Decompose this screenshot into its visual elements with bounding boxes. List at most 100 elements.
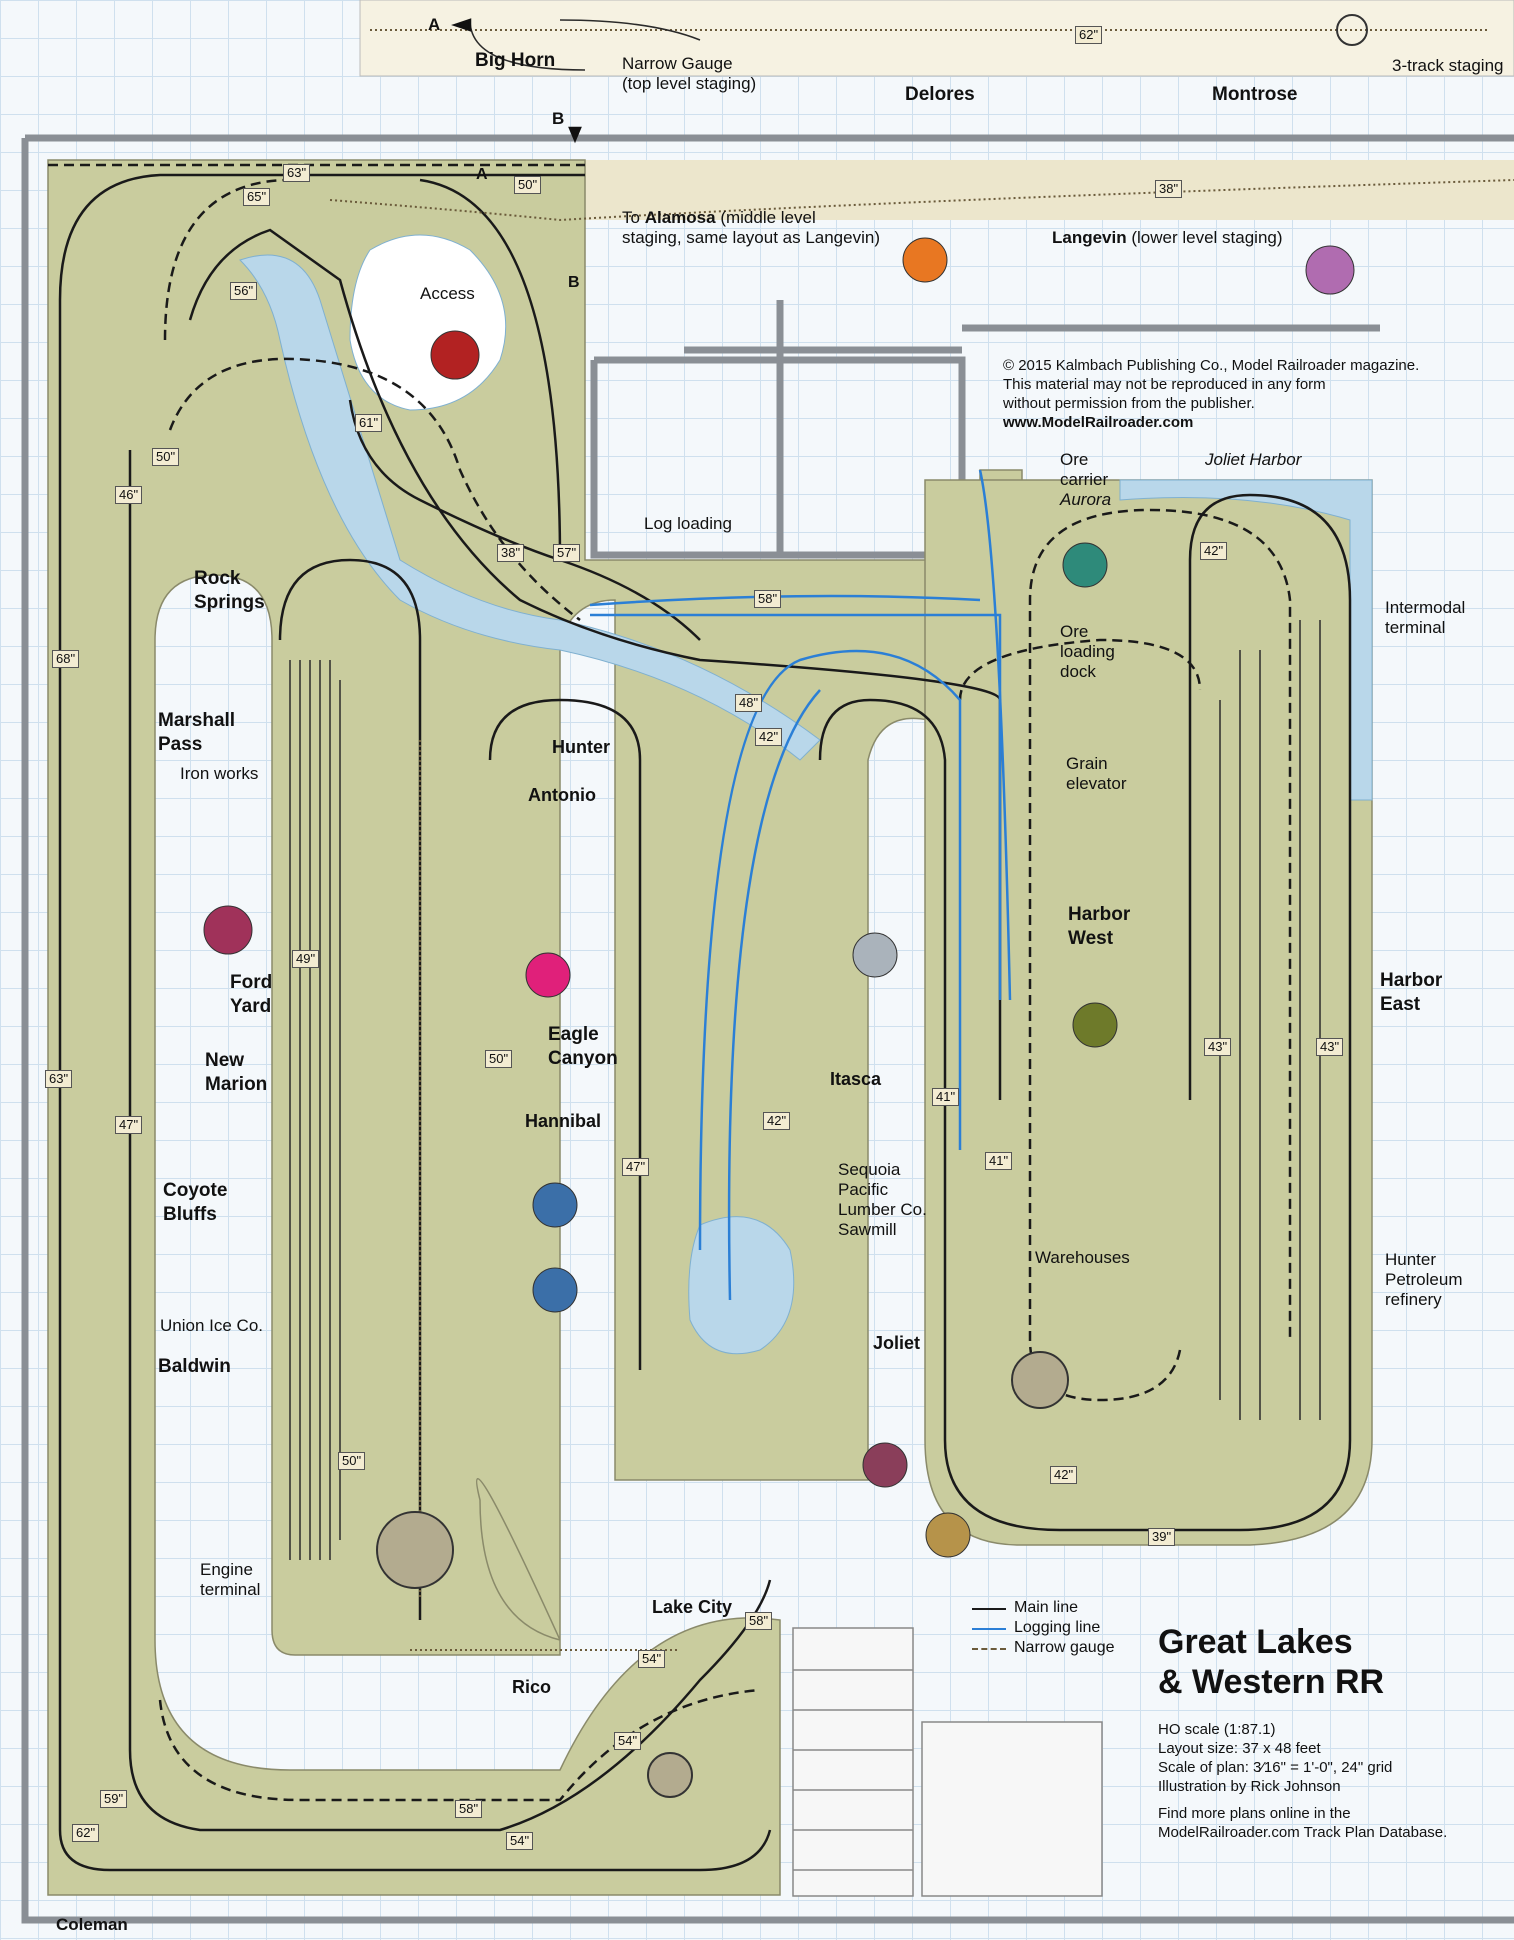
marker-a-top: A: [428, 15, 441, 34]
copyright-line-1: © 2015 Kalmbach Publishing Co., Model Ra…: [1003, 357, 1420, 374]
alamosa-name: Alamosa: [644, 208, 716, 227]
plan-title-line-1: Great Lakes: [1158, 1623, 1353, 1661]
iron-works-label: Iron works: [180, 764, 259, 783]
coyote-bluffs-label-2: Bluffs: [163, 1204, 217, 1225]
dimension-tag: 49": [292, 950, 320, 968]
stairs: [792, 1627, 1103, 1897]
marker-b-top: B: [552, 109, 565, 128]
plan-info: HO scale (1:87.1) Layout size: 37 x 48 f…: [1158, 1720, 1447, 1842]
legend-narrow-gauge: Narrow gauge: [972, 1638, 1115, 1658]
sequoia-label-3: Lumber Co.: [838, 1200, 927, 1219]
dimension-tag: 46": [115, 486, 143, 504]
dimension-tag: 50": [485, 1050, 513, 1068]
dimension-tag: 59": [100, 1790, 128, 1808]
dimension-tag: 38": [1155, 180, 1183, 198]
dimension-tag: 54": [506, 1832, 534, 1850]
harbor-west-label-1: Harbor: [1068, 904, 1131, 925]
marker-a-bench: A: [476, 166, 488, 183]
ore-carrier-label-1: Ore: [1060, 450, 1089, 469]
legend-logging-text: Logging line: [1014, 1619, 1101, 1636]
montrose-label: Montrose: [1212, 84, 1298, 105]
hunter-petroleum-label-1: Hunter: [1385, 1250, 1437, 1269]
rock-springs-label-1: Rock: [194, 568, 241, 589]
alamosa-note-1: (middle level: [720, 208, 816, 227]
dimension-tag: 54": [638, 1650, 666, 1668]
sequoia-label-4: Sawmill: [838, 1220, 897, 1239]
alamosa-label: To Alamosa (middle level: [622, 208, 816, 228]
dimension-tag: 42": [763, 1112, 791, 1130]
ore-dock-label-3: dock: [1060, 662, 1096, 681]
sequoia-label-1: Sequoia: [838, 1160, 901, 1179]
dimension-tag: 68": [52, 650, 80, 668]
dimension-tag: 50": [514, 176, 542, 194]
big-horn-label: Big Horn: [475, 50, 556, 71]
legend-narrow-text: Narrow gauge: [1014, 1639, 1115, 1656]
hunter-petroleum-label-3: refinery: [1385, 1290, 1442, 1309]
warehouses-label: Warehouses: [1035, 1248, 1130, 1267]
staging-arrows: [451, 18, 582, 144]
new-marion-label-2: Marion: [205, 1074, 268, 1095]
three-track-staging-label: 3-track staging: [1392, 56, 1504, 75]
dimension-tag: 63": [45, 1070, 73, 1088]
info-more-2[interactable]: ModelRailroader.com Track Plan Database.: [1158, 1824, 1448, 1841]
marshall-pass-label-1: Marshall: [158, 710, 236, 731]
info-more-1: Find more plans online in the: [1158, 1805, 1351, 1822]
marshall-pass-label-2: Pass: [158, 734, 203, 755]
dimension-tag: 63": [283, 164, 311, 182]
eagle-canyon-label-1: Eagle: [548, 1024, 599, 1045]
dimension-tag: 56": [230, 282, 258, 300]
antonio-label: Antonio: [528, 785, 596, 805]
grain-elevator-label-2: elevator: [1066, 774, 1127, 793]
ford-yard-label-1: Ford: [230, 972, 273, 993]
log-loading-label: Log loading: [644, 514, 732, 533]
lake-city-label: Lake City: [652, 1597, 733, 1617]
copyright-line-2: This material may not be reproduced in a…: [1003, 376, 1326, 393]
legend-main-text: Main line: [1014, 1599, 1079, 1616]
access-label: Access: [420, 284, 475, 303]
upper-staging-bench: [359, 0, 1514, 77]
delores-label: Delores: [905, 84, 975, 105]
hunter-label: Hunter: [552, 737, 610, 757]
copyright-url[interactable]: www.ModelRailroader.com: [1003, 414, 1194, 431]
dimension-tag: 50": [152, 448, 180, 466]
intermodal-label-2: terminal: [1385, 618, 1446, 637]
dimension-tag: 50": [338, 1452, 366, 1470]
alamosa-to-text: To: [622, 208, 640, 227]
itasca-label: Itasca: [830, 1069, 882, 1089]
hannibal-label: Hannibal: [525, 1111, 602, 1131]
joliet-label: Joliet: [873, 1333, 921, 1353]
dimension-tag: 62": [1075, 26, 1103, 44]
narrow-gauge-note-1: Narrow Gauge: [622, 54, 733, 73]
dimension-tag: 48": [735, 694, 763, 712]
dimension-tag: 62": [72, 1824, 100, 1842]
coyote-bluffs-label-1: Coyote: [163, 1180, 228, 1201]
legend-main-line: Main line: [972, 1598, 1115, 1618]
langevin-label: Langevin (lower level staging): [1052, 228, 1283, 248]
info-scale: HO scale (1:87.1): [1158, 1721, 1276, 1738]
union-ice-label: Union Ice Co.: [160, 1316, 263, 1335]
dimension-tag: 47": [622, 1158, 650, 1176]
plan-title: Great Lakes & Western RR: [1158, 1622, 1384, 1702]
eagle-canyon-label-2: Canyon: [548, 1048, 618, 1069]
hunter-petroleum-label-2: Petroleum: [1385, 1270, 1463, 1289]
intermodal-label-1: Intermodal: [1385, 598, 1466, 617]
dimension-tag: 58": [745, 1612, 773, 1630]
dimension-tag: 41": [985, 1152, 1013, 1170]
dimension-tag: 54": [614, 1732, 642, 1750]
info-size: Layout size: 37 x 48 feet: [1158, 1740, 1321, 1757]
dimension-tag: 65": [243, 188, 271, 206]
alamosa-note-2: staging, same layout as Langevin): [622, 228, 880, 247]
copyright-notice: © 2015 Kalmbach Publishing Co., Model Ra…: [1003, 356, 1419, 432]
baldwin-label: Baldwin: [158, 1356, 231, 1377]
ford-yard-label-2: Yard: [230, 996, 272, 1017]
dimension-tag: 61": [355, 414, 383, 432]
ore-carrier-label-2: carrier: [1060, 470, 1109, 489]
harbor-west-label-2: West: [1068, 928, 1114, 949]
rock-springs-label-2: Springs: [194, 592, 265, 613]
dimension-tag: 42": [1200, 542, 1228, 560]
langevin-note: (lower level staging): [1131, 228, 1283, 247]
sequoia-label-2: Pacific: [838, 1180, 889, 1199]
dimension-tag: 58": [455, 1800, 483, 1818]
logging-line-tracks: [589, 469, 1012, 1301]
langevin-name: Langevin: [1052, 228, 1127, 247]
